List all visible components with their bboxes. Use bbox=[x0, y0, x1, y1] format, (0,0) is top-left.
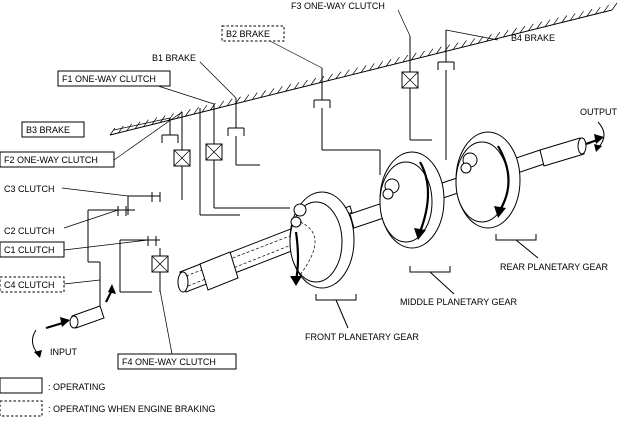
case-hatch-mark bbox=[302, 79, 308, 88]
case-hatch-mark bbox=[210, 102, 216, 111]
middle-planetary-gear bbox=[379, 151, 445, 249]
gear-brackets bbox=[315, 234, 539, 329]
label-c3-clutch: C3 CLUTCH bbox=[4, 184, 55, 194]
case-hatch-mark bbox=[544, 19, 551, 27]
legend-operating-swatch bbox=[0, 377, 43, 394]
front-planetary-gear bbox=[289, 191, 355, 289]
case-hatch-mark bbox=[603, 4, 609, 13]
case-hatch-mark bbox=[528, 23, 534, 32]
case-hatch-mark bbox=[486, 34, 492, 42]
case-hatch-mark bbox=[193, 106, 199, 115]
case-hatch-mark bbox=[394, 56, 400, 65]
legend-operating-label: : OPERATING bbox=[48, 382, 105, 392]
case-hatch-mark bbox=[569, 13, 576, 21]
label-middle-planetary-gear: MIDDLE PLANETARY GEAR bbox=[400, 297, 518, 307]
label-b2-brake: B2 BRAKE bbox=[226, 29, 270, 39]
case-hatch-mark bbox=[109, 127, 116, 136]
case-hatch-mark bbox=[218, 100, 225, 109]
label-rear-planetary-gear: REAR PLANETARY GEAR bbox=[500, 262, 609, 272]
rotation-arrows bbox=[32, 121, 605, 358]
case-hatch-mark bbox=[185, 109, 191, 117]
label-b3-brake: B3 BRAKE bbox=[26, 125, 70, 135]
label-input: INPUT bbox=[50, 347, 78, 357]
case-hatch-mark bbox=[168, 113, 174, 121]
case-hatch-mark bbox=[377, 61, 384, 69]
case-hatch-mark bbox=[201, 104, 208, 113]
label-b4-brake: B4 BRAKE bbox=[511, 33, 555, 43]
linkage-lines bbox=[87, 30, 455, 310]
case-hatch-mark bbox=[578, 11, 584, 19]
case-hatch-mark bbox=[335, 71, 342, 79]
label-f1-one-way-clutch: F1 ONE-WAY CLUTCH bbox=[62, 74, 156, 84]
label-c2-clutch: C2 CLUTCH bbox=[4, 226, 55, 236]
label-output: OUTPUT bbox=[580, 107, 618, 117]
case-hatch-mark bbox=[561, 15, 568, 23]
label-c1-clutch: C1 CLUTCH bbox=[4, 245, 55, 255]
transmission-case bbox=[109, 2, 618, 136]
leader-lines bbox=[61, 9, 499, 355]
component-labels: F3 ONE-WAY CLUTCH B2 BRAKE B4 BRAKE B1 B… bbox=[0, 1, 618, 370]
label-front-planetary-gear: FRONT PLANETARY GEAR bbox=[305, 332, 419, 342]
case-hatch-mark bbox=[536, 21, 542, 29]
case-hatch-mark bbox=[436, 46, 442, 54]
flow-arrows bbox=[45, 134, 604, 330]
case-hatch-mark bbox=[594, 6, 601, 15]
case-hatch-mark bbox=[461, 40, 467, 48]
case-hatch-mark bbox=[477, 36, 484, 44]
case-hatch-mark bbox=[402, 54, 409, 63]
case-hatch-mark bbox=[285, 84, 291, 92]
case-hatch-mark bbox=[427, 48, 434, 57]
case-hatch-mark bbox=[519, 25, 526, 34]
case-hatch-mark bbox=[277, 86, 283, 94]
case-hatch-mark bbox=[410, 52, 417, 61]
case-hatch-mark bbox=[452, 42, 459, 50]
case-hatch-mark bbox=[118, 125, 124, 134]
case-hatch-mark bbox=[494, 31, 501, 40]
label-b1-brake: B1 BRAKE bbox=[152, 53, 196, 63]
case-hatch-mark bbox=[360, 65, 367, 73]
case-hatch-mark bbox=[268, 88, 275, 96]
case-hatch-mark bbox=[327, 73, 333, 82]
case-hatch-mark bbox=[511, 27, 517, 36]
case-hatch-mark bbox=[243, 94, 250, 102]
rear-planetary-gear bbox=[455, 131, 521, 229]
legend: : OPERATING : OPERATING WHEN ENGINE BRAK… bbox=[0, 377, 215, 417]
case-hatch-mark bbox=[226, 98, 233, 107]
case-hatch-mark bbox=[502, 29, 509, 38]
case-hatch-mark bbox=[126, 123, 133, 132]
legend-engine-braking-swatch bbox=[0, 400, 43, 417]
legend-engine-braking-label: : OPERATING WHEN ENGINE BRAKING bbox=[48, 404, 215, 414]
case-hatch-mark bbox=[352, 67, 358, 75]
label-f2-one-way-clutch: F2 ONE-WAY CLUTCH bbox=[4, 155, 98, 165]
case-hatch-mark bbox=[419, 50, 425, 59]
label-c4-clutch: C4 CLUTCH bbox=[4, 280, 55, 290]
case-hatch-mark bbox=[343, 69, 350, 77]
case-hatch-mark bbox=[310, 77, 317, 86]
case-hatch-mark bbox=[469, 38, 476, 46]
case-hatch-mark bbox=[159, 115, 166, 123]
case-hatch-mark bbox=[553, 17, 559, 25]
case-hatch-mark bbox=[385, 59, 392, 67]
case-hatch-mark bbox=[586, 9, 593, 17]
case-hatch-mark bbox=[293, 81, 300, 90]
case-hatch-mark bbox=[260, 90, 266, 98]
label-f3-one-way-clutch: F3 ONE-WAY CLUTCH bbox=[291, 1, 385, 11]
case-hatch-mark bbox=[369, 63, 375, 71]
case-hatch-mark bbox=[611, 2, 618, 11]
label-f4-one-way-clutch: F4 ONE-WAY CLUTCH bbox=[122, 357, 216, 367]
case-hatch-mark bbox=[251, 92, 258, 100]
